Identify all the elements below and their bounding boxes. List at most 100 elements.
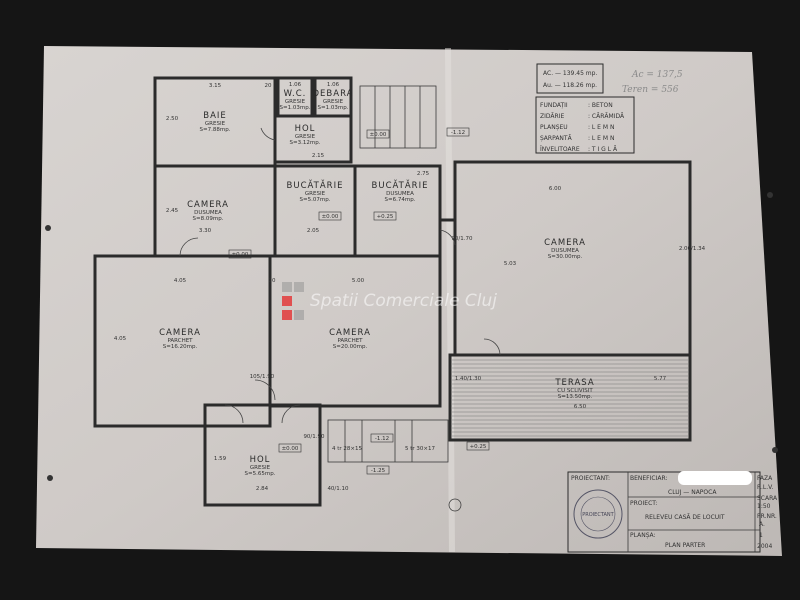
dimension-label: 1.40/1.30 [455,376,482,382]
designer-stamp: PROIECTANT [573,489,623,539]
watermark: Spatii Comerciale Cluj [282,282,497,320]
room-floor: DUSUMEA [386,191,414,197]
room-area: S=16.20mp. [163,344,198,350]
dimension-label: 1.59 [214,456,227,462]
room-floor: GRESIE [305,191,326,197]
room-area: S=1.03mp. [280,105,311,111]
dimension-label: 40/1.10 [327,486,349,492]
room-name: TERASA [554,378,594,388]
level-marker: ±0.00 [318,211,342,221]
svg-text:PROIECTANT: PROIECTANT [582,512,614,518]
material-label: ÎNVELITOARE [540,146,580,153]
binder-hole [772,447,778,453]
level-marker: ±0.00 [278,443,302,453]
svg-text:2004: 2004 [757,543,772,550]
dimension-label: 5.77 [654,376,667,382]
room-floor: GRESIE [285,99,306,105]
room-floor: PARCHET [167,338,193,344]
dimension-label: 2.15 [312,153,325,159]
room-area: S=7.88mp. [200,127,231,133]
dimension-label: 5 tr 30×17 [405,446,436,452]
room-area: S=5.65mp. [245,471,276,477]
level-marker: -1.25 [366,465,390,475]
dimension-label: 2.75 [417,171,430,177]
svg-text:PROIECT:: PROIECT: [630,500,657,507]
room-name: HOL [295,124,316,134]
svg-text:1:50: 1:50 [757,503,771,510]
dimension-label: 4 tr 28×15 [332,446,363,452]
material-label: ZIDĂRIE [540,113,564,120]
stairs-top [359,85,437,149]
svg-text:RELEVEU CASĂ DE LOCUIT: RELEVEU CASĂ DE LOCUIT [645,514,725,521]
svg-text:-1.12: -1.12 [375,436,389,442]
dimension-label: 1.06 [289,82,302,88]
dimension-label: 3.30 [199,228,212,234]
svg-text:1: 1 [759,532,763,539]
room-floor: GRESIE [323,99,344,105]
redacted-name [678,471,752,485]
dimension-label: 2.05 [307,228,320,234]
dimension-label: 2.84 [256,486,269,492]
binder-hole [767,192,773,198]
material-value: : BETON [588,102,613,109]
room-area: S=6.74mp. [385,197,416,203]
area-summary-box: AC. — 139.45 mp. Au. — 118.26 mp. [536,63,604,94]
svg-text:±0.00: ±0.00 [322,214,339,220]
room-area: S=20.00mp. [333,344,368,350]
material-label: FUNDAȚII [540,102,568,109]
svg-text:PROIECTANT:: PROIECTANT: [571,475,610,482]
svg-text:-1.12: -1.12 [451,130,465,136]
level-marker: ±0.00 [366,129,390,139]
svg-text:PLAN PARTER: PLAN PARTER [665,542,705,549]
dimension-label: 4.05 [174,278,187,284]
room-floor: GRESIE [250,465,271,471]
dimension-label: 5.03 [504,261,517,267]
room-name: BAIE [203,111,227,121]
dimension-label: 6.50 [574,404,587,410]
svg-text:+0.25: +0.25 [470,444,487,450]
dimension-label: 4.05 [114,336,127,342]
dimension-label: 90/1.90 [303,434,325,440]
room-floor: PARCHET [337,338,363,344]
room-area: S=3.12mp. [290,140,321,146]
dimension-label: 2.50 [166,116,179,122]
svg-text:±0.00: ±0.00 [282,446,299,452]
level-marker: -1.12 [446,127,470,137]
svg-text:CLUJ — NAPOCA: CLUJ — NAPOCA [668,489,717,496]
material-label: PLANȘEU [540,124,568,131]
material-value: : T I G L Ă [588,146,618,153]
room-area: S=13.50mp. [558,394,593,400]
room-name: DEBARA [313,89,354,99]
room-name: W.C. [284,89,307,99]
room-area: S=30.00mp. [548,254,583,260]
level-marker: +0.25 [373,211,397,221]
dimension-label: 105/1.90 [250,374,275,380]
level-marker: -1.12 [370,433,394,443]
svg-text:Teren = 556: Teren = 556 [622,85,679,95]
level-marker: ±0.00 [228,249,252,259]
svg-text:Spatii Comerciale Cluj: Spatii Comerciale Cluj [310,291,497,311]
svg-text:±0.00: ±0.00 [370,132,387,138]
svg-text:Ac = 137,5: Ac = 137,5 [631,70,683,80]
dimension-label: 20 [269,278,276,284]
binder-hole [45,225,51,231]
svg-text:-1.25: -1.25 [371,468,386,474]
doors [179,127,501,424]
svg-text:A.: A. [759,521,765,528]
room-floor: CU SCLIVISIT [557,388,593,394]
material-label: ȘARPANTĂ [540,135,573,142]
svg-text:±0.00: ±0.00 [232,252,249,258]
svg-text:PR.NR.: PR.NR. [757,513,777,520]
svg-text:BENEFICIAR:: BENEFICIAR: [630,475,667,482]
room-area: S=5.07mp. [300,197,331,203]
